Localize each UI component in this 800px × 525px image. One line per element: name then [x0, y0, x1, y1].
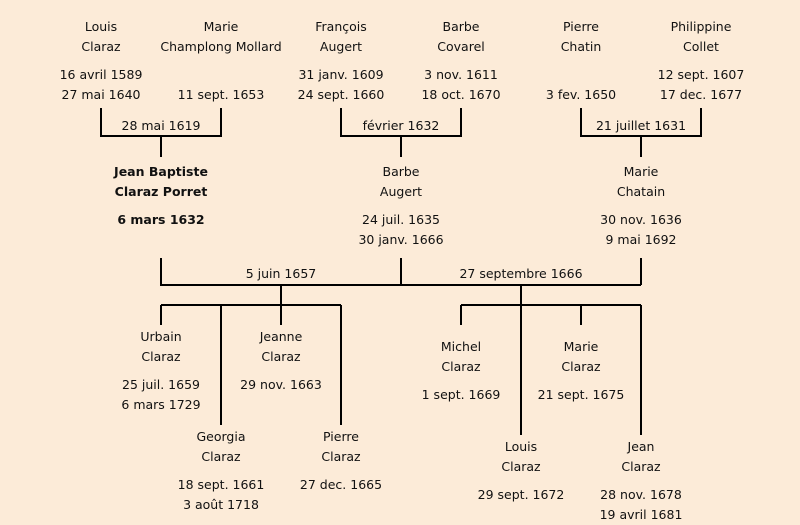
- connector-main-marriages: [160, 258, 642, 286]
- last-name: Claraz: [561, 359, 601, 374]
- death-date: 27 mai 1640: [61, 87, 141, 102]
- first-name: Louis: [504, 439, 538, 454]
- last-name: Claraz: [321, 449, 361, 464]
- death-date: 30 janv. 1666: [358, 232, 444, 247]
- birth-date: 3 nov. 1611: [424, 67, 498, 82]
- last-name: Collet: [683, 39, 719, 54]
- marriage-date: 5 juin 1657: [245, 266, 317, 281]
- connector-chatin-collet: [580, 108, 702, 157]
- birth-date: 25 juil. 1659: [122, 377, 200, 392]
- first-name: Marie: [203, 19, 239, 34]
- first-name: Jeanne: [259, 329, 303, 344]
- first-name: Marie: [623, 164, 659, 179]
- birth-date: 30 nov. 1636: [600, 212, 682, 227]
- first-name: François: [315, 19, 367, 34]
- first-name: Barbe: [382, 164, 420, 179]
- marriage-date: 27 septembre 1666: [459, 266, 583, 281]
- last-name: Claraz: [261, 349, 301, 364]
- birth-date: 29 nov. 1663: [240, 377, 322, 392]
- last-name: Claraz Porret: [114, 184, 208, 199]
- last-name: Claraz: [501, 459, 541, 474]
- marriage-date: 28 mai 1619: [121, 118, 201, 133]
- death-date: 11 sept. 1653: [177, 87, 265, 102]
- connector-augert-covarel: [340, 108, 462, 157]
- birth-date: 6 mars 1632: [117, 212, 205, 227]
- birth-date: 28 nov. 1678: [600, 487, 682, 502]
- last-name: Claraz: [621, 459, 661, 474]
- first-name: Pierre: [323, 429, 359, 444]
- first-name: Urbain: [140, 329, 182, 344]
- death-date: 18 oct. 1670: [421, 87, 501, 102]
- last-name: Augert: [319, 39, 363, 54]
- first-name: Jean Baptiste: [114, 164, 208, 179]
- death-date: 6 mars 1729: [121, 397, 201, 412]
- first-name: Philippine: [670, 19, 732, 34]
- marriage-date: 21 juillet 1631: [595, 118, 687, 133]
- first-name: Barbe: [442, 19, 480, 34]
- last-name: Champlong Mollard: [160, 39, 282, 54]
- birth-date: 1 sept. 1669: [421, 387, 501, 402]
- connector-claraz-champlong: [100, 108, 222, 157]
- birth-date: 31 janv. 1609: [298, 67, 384, 82]
- birth-date: 29 sept. 1672: [477, 487, 565, 502]
- first-name: Jean: [627, 439, 655, 454]
- birth-date: 27 dec. 1665: [299, 477, 383, 492]
- death-date: 19 avril 1681: [599, 507, 683, 522]
- last-name: Claraz: [141, 349, 181, 364]
- birth-date: 18 sept. 1661: [177, 477, 265, 492]
- death-date: 17 dec. 1677: [659, 87, 743, 102]
- death-date: 3 fev. 1650: [545, 87, 617, 102]
- connector-second-marriage-children: [460, 285, 642, 435]
- death-date: 3 août 1718: [183, 497, 259, 512]
- last-name: Covarel: [437, 39, 485, 54]
- last-name: Augert: [379, 184, 423, 199]
- first-name: Marie: [563, 339, 599, 354]
- first-name: Michel: [440, 339, 482, 354]
- birth-date: 24 juil. 1635: [362, 212, 440, 227]
- death-date: 9 mai 1692: [605, 232, 677, 247]
- birth-date: 16 avril 1589: [59, 67, 143, 82]
- last-name: Chatin: [560, 39, 602, 54]
- last-name: Claraz: [201, 449, 241, 464]
- first-name: Georgia: [196, 429, 246, 444]
- first-name: Louis: [84, 19, 118, 34]
- marriage-date: février 1632: [362, 118, 440, 133]
- death-date: 24 sept. 1660: [297, 87, 385, 102]
- birth-date: 21 sept. 1675: [537, 387, 625, 402]
- last-name: Claraz: [441, 359, 481, 374]
- last-name: Chatain: [616, 184, 666, 199]
- birth-date: 12 sept. 1607: [657, 67, 745, 82]
- last-name: Claraz: [81, 39, 121, 54]
- first-name: Pierre: [563, 19, 599, 34]
- connector-first-marriage-children: [160, 285, 342, 425]
